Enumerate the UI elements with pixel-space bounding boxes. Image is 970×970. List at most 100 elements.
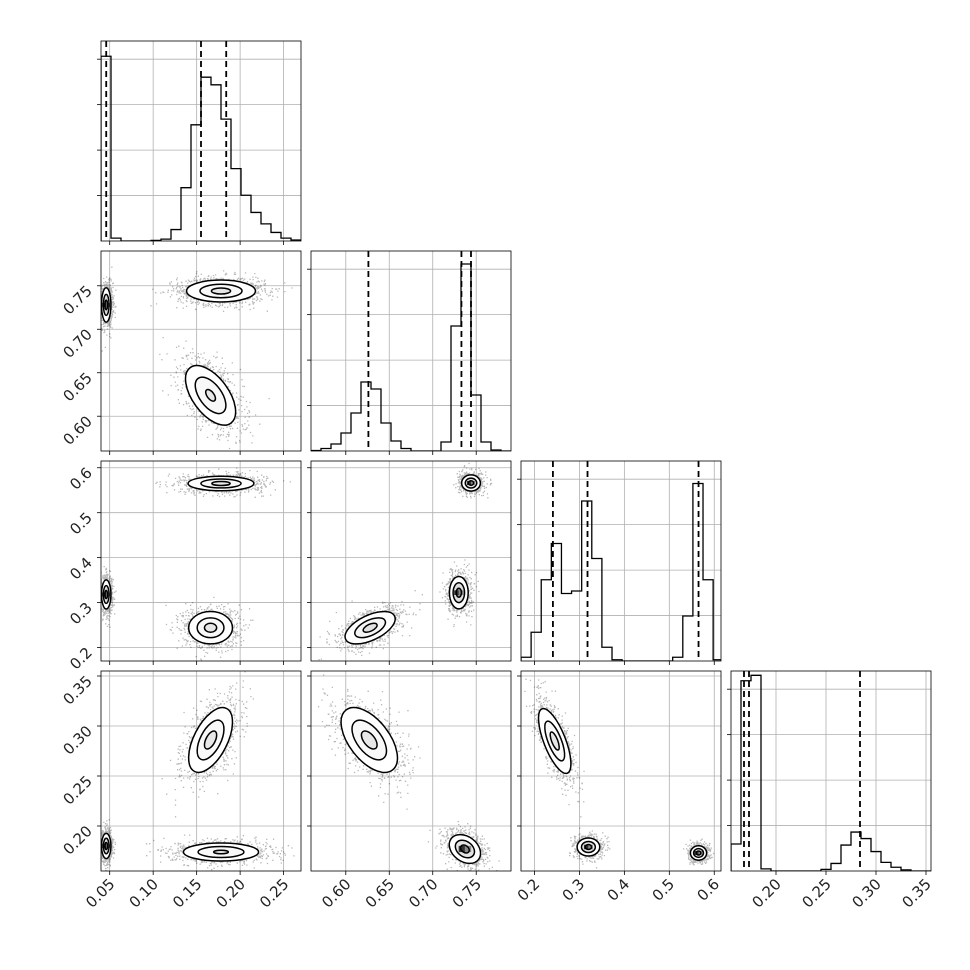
panel-frame <box>100 460 302 662</box>
density-contour <box>459 844 471 854</box>
density-contour <box>460 474 482 492</box>
y-tick-label: 0.65 <box>59 369 95 405</box>
ticks-3-0 <box>97 675 285 875</box>
x-tick-label: 0.25 <box>798 875 834 911</box>
y-tick-label: 0.30 <box>59 722 95 758</box>
density-contour <box>104 841 109 851</box>
density-contour <box>362 622 378 633</box>
density-core <box>361 731 378 750</box>
scatter-panel-3-0 <box>100 670 302 872</box>
x-tick-label: 0.20 <box>213 875 249 911</box>
density-contour <box>102 293 110 317</box>
x-tick-label: 0.25 <box>256 875 292 911</box>
density-peak-bin <box>583 844 589 850</box>
x-tick-label: 0.60 <box>318 875 354 911</box>
density-contour <box>101 286 112 323</box>
ticks-2-0 <box>97 467 285 665</box>
density-contour <box>184 364 237 426</box>
scatter-panel-3-2 <box>520 670 722 872</box>
ticks-2-2 <box>534 661 715 665</box>
density-contour <box>212 849 230 855</box>
panel-frame <box>100 40 302 242</box>
scatter-panel-2-1 <box>310 460 512 662</box>
histogram-step-line <box>101 55 301 241</box>
y-tick-label: 0.4 <box>66 554 96 584</box>
density-core <box>204 623 217 633</box>
scatter-panel-2-0 <box>100 460 302 662</box>
y-tick-label: 0.70 <box>59 325 95 361</box>
density-contour <box>354 617 387 639</box>
ticks-1-0 <box>97 285 285 455</box>
density-contour <box>203 730 218 750</box>
x-tick-label: 0.20 <box>748 875 784 911</box>
ticks-1-1 <box>345 451 477 455</box>
density-core <box>205 389 216 402</box>
density-contour <box>351 719 388 761</box>
density-contour <box>452 582 466 604</box>
x-tick-label: 0.4 <box>604 875 634 905</box>
y-tick-label: 0.75 <box>59 282 95 318</box>
density-contour <box>340 706 399 774</box>
density-contour <box>689 845 708 861</box>
y-tick-label: 0.35 <box>59 672 95 708</box>
x-tick-label: 0.10 <box>126 875 162 911</box>
density-contour <box>455 587 463 598</box>
density-contour <box>549 731 560 751</box>
scatter-panel-3-1 <box>310 670 512 872</box>
density-contour <box>467 480 475 487</box>
density-contour <box>464 477 478 489</box>
density-contour <box>101 579 112 610</box>
histogram-step-line <box>731 674 931 871</box>
ticks-3-2 <box>517 675 715 875</box>
density-contour <box>210 287 232 295</box>
histogram-panel-2 <box>517 460 722 662</box>
density-contour <box>196 719 225 761</box>
x-tick-label: 0.3 <box>559 875 589 905</box>
histogram-panel-3 <box>727 670 932 872</box>
density-contour <box>448 833 482 865</box>
density-contour <box>580 840 597 854</box>
density-contour <box>544 720 566 762</box>
density-core <box>213 850 229 854</box>
panel-frame <box>100 670 302 872</box>
y-tick-label: 0.5 <box>66 509 96 539</box>
y-tick-label: 0.3 <box>66 599 96 629</box>
density-contour <box>211 480 231 487</box>
y-tick-label: 0.25 <box>59 772 95 808</box>
density-contour <box>576 837 601 857</box>
density-contour <box>187 706 234 774</box>
density-contour <box>194 376 227 415</box>
density-peak-bin <box>588 844 593 850</box>
density-contour <box>584 843 593 851</box>
density-peak-bin <box>458 845 465 853</box>
density-contour <box>695 850 702 856</box>
density-contour <box>692 847 705 859</box>
histogram-panel-1 <box>307 250 512 452</box>
ticks-2-1 <box>307 467 477 665</box>
density-peak-bin <box>464 845 472 853</box>
y-tick-label: 0.20 <box>59 822 95 858</box>
scatter-panel-1-0 <box>100 250 302 452</box>
density-contour <box>104 589 109 600</box>
density-core <box>550 732 560 751</box>
x-tick-label: 0.75 <box>449 875 485 911</box>
density-contour <box>360 730 378 750</box>
panel-frame <box>100 250 302 452</box>
density-core <box>211 287 231 295</box>
ticks-3-1 <box>307 675 477 875</box>
x-tick-label: 0.65 <box>362 875 398 911</box>
y-tick-label: 0.6 <box>66 464 96 494</box>
density-contour <box>185 279 257 303</box>
x-tick-label: 0.05 <box>82 875 118 911</box>
x-tick-label: 0.35 <box>898 875 934 911</box>
density-contour <box>104 299 109 311</box>
histogram-panel-0 <box>97 40 302 242</box>
panel-frame <box>310 250 512 452</box>
density-contour <box>196 617 225 639</box>
density-contour <box>344 610 396 645</box>
density-contour <box>101 832 112 860</box>
y-tick-label: 0.60 <box>59 412 95 448</box>
density-contour <box>204 388 217 402</box>
density-contour <box>102 837 110 855</box>
